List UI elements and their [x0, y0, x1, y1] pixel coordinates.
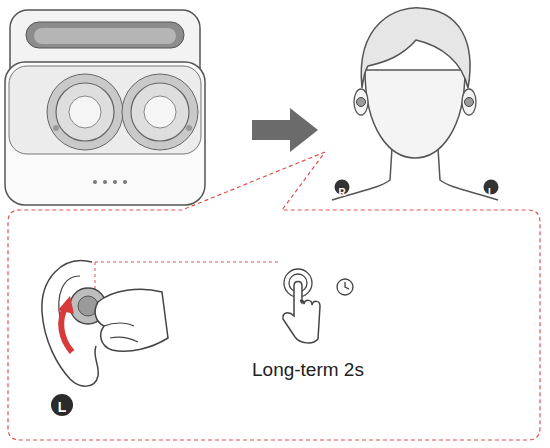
side-badge-wrap: R [338, 182, 345, 200]
touch-icon [283, 269, 353, 343]
instruction-text: Long-term 2s [252, 360, 364, 379]
side-badge-wrap: L [488, 182, 494, 200]
head-figure [332, 8, 499, 200]
callout-frame [8, 152, 540, 440]
instruction-text-wrap: Long-term 2s [252, 360, 364, 380]
ear-figure [42, 261, 280, 416]
side-badge: L [488, 188, 494, 198]
charging-case [5, 10, 205, 205]
block-arrow [252, 108, 318, 152]
side-badge: R [338, 188, 345, 198]
side-badge-wrap: L [58, 398, 67, 416]
side-badge: L [58, 400, 67, 414]
